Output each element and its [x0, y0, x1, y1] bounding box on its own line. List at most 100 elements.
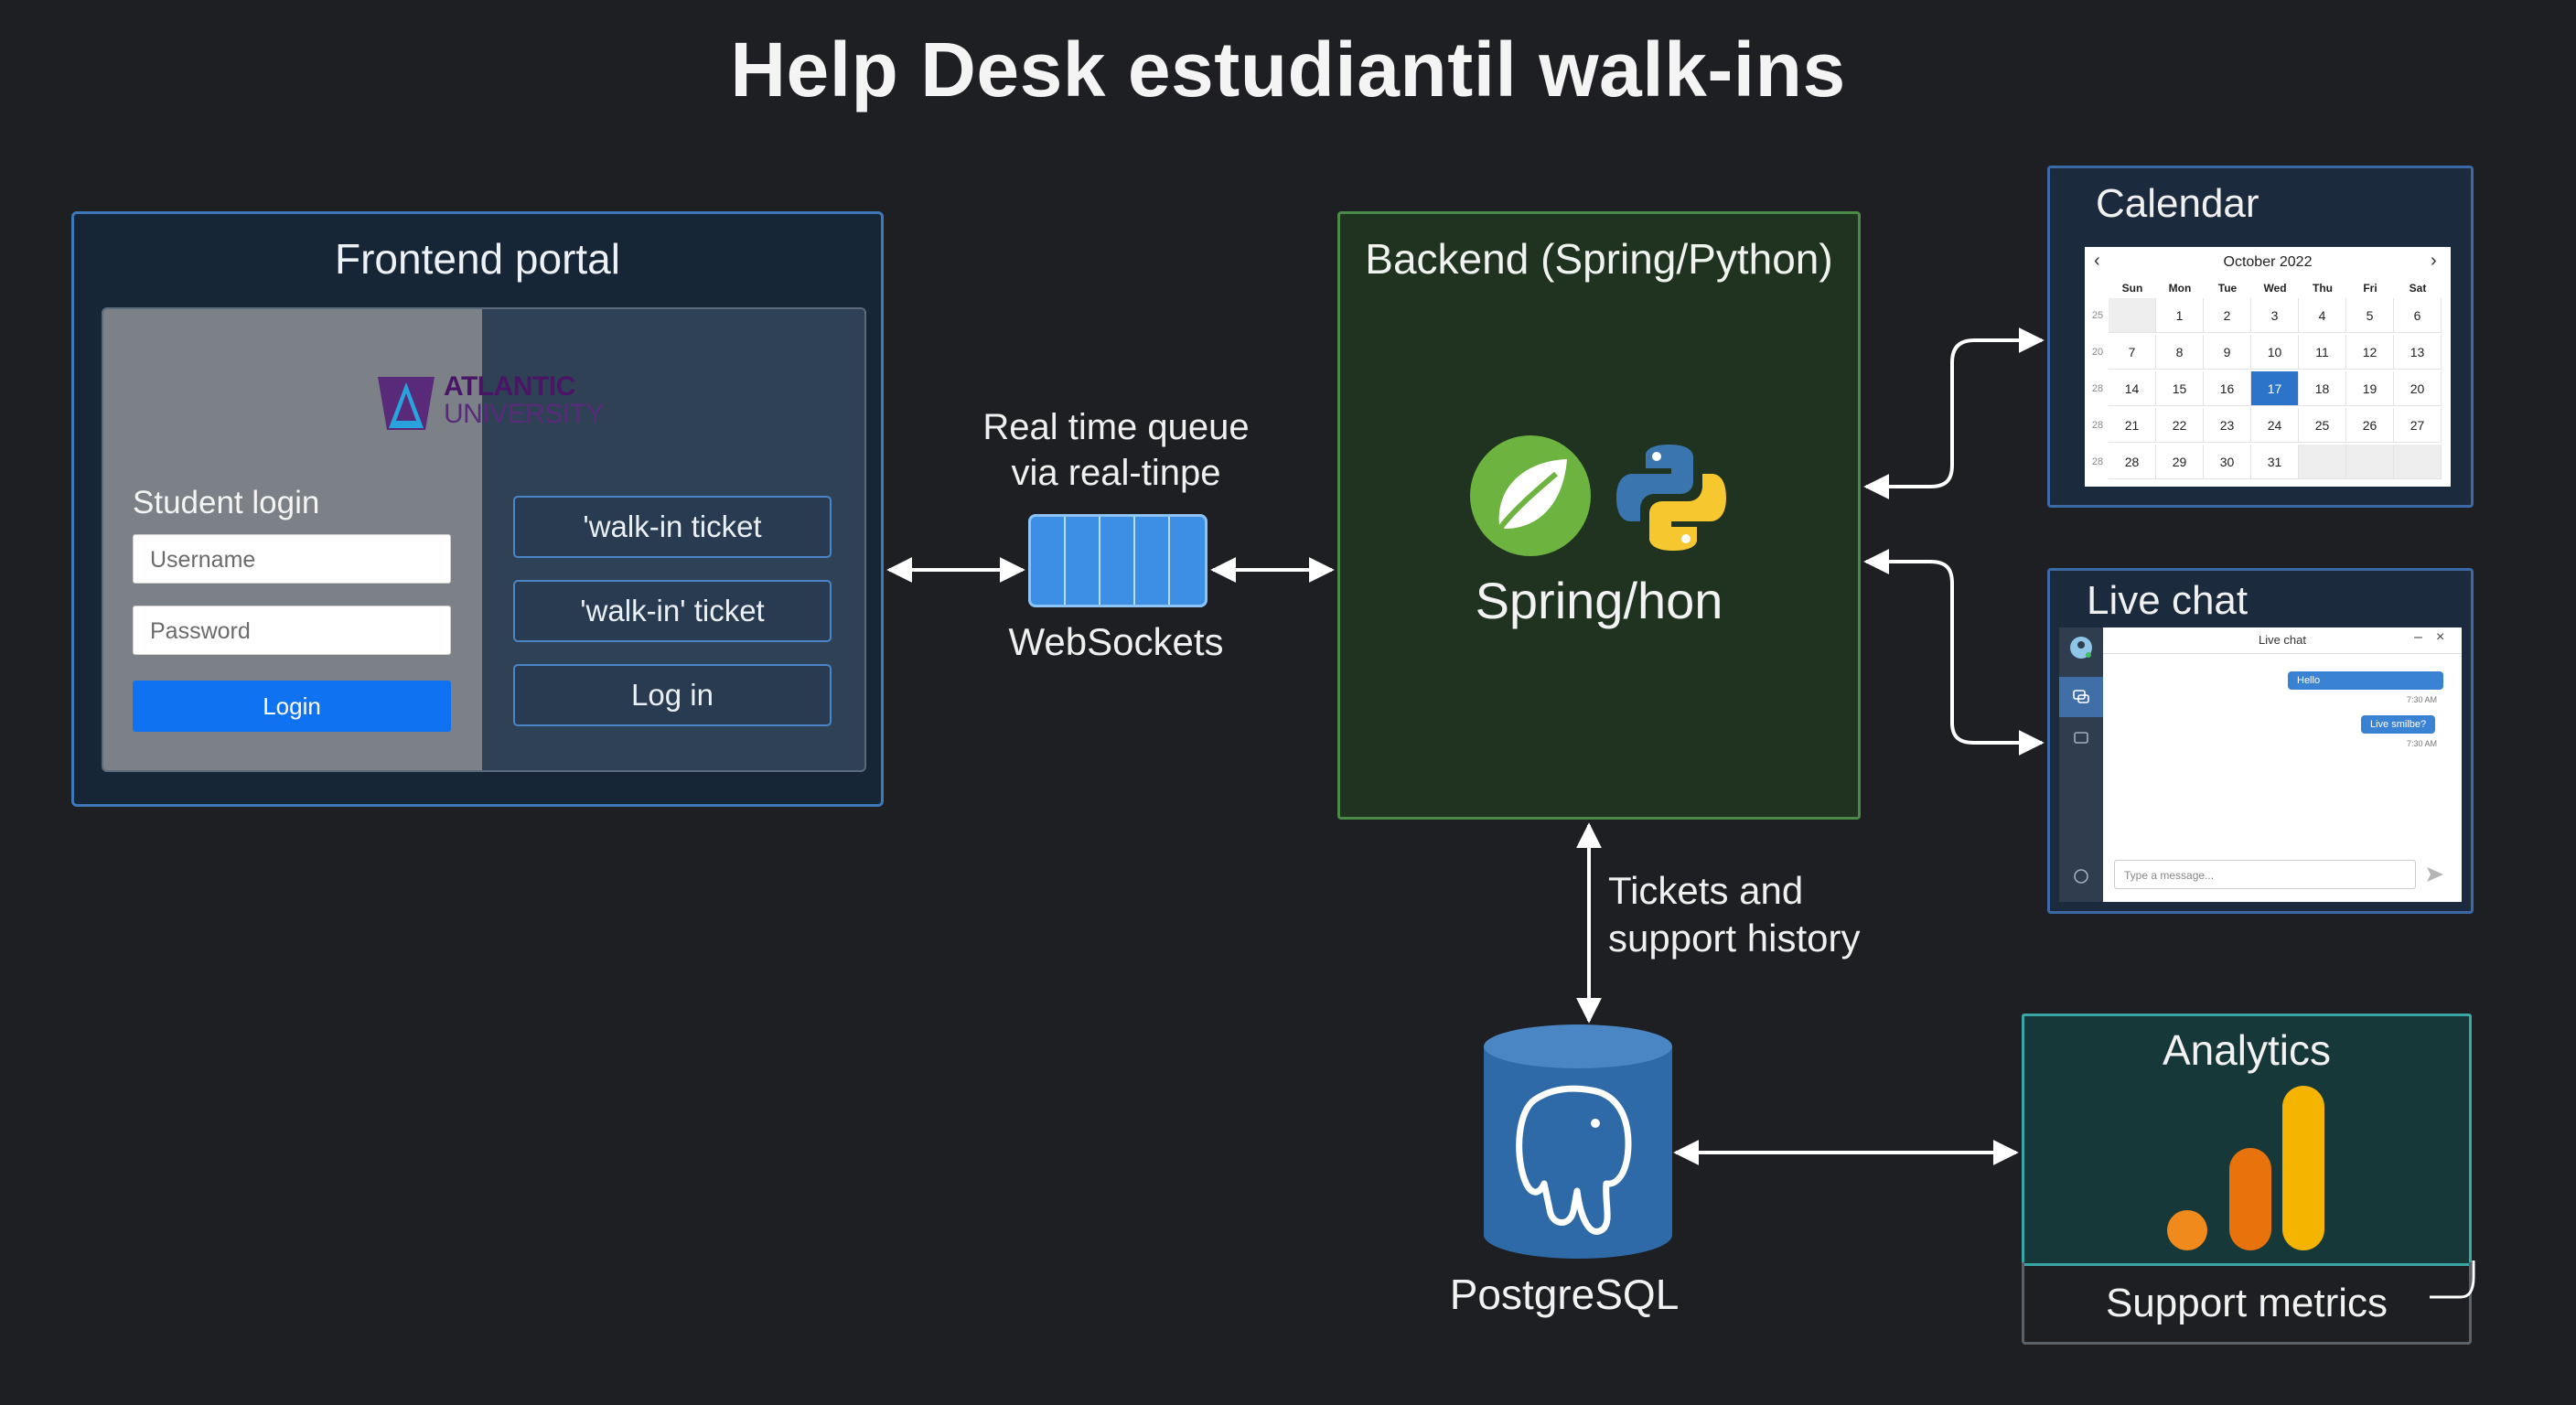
calendar-day[interactable]: 21 [2109, 408, 2156, 443]
chevron-left-icon[interactable]: ‹ [2094, 251, 2100, 271]
calendar-day-of-week: Mon [2168, 282, 2192, 295]
username-input[interactable]: Username [133, 534, 451, 584]
calendar-day[interactable]: 14 [2109, 371, 2156, 406]
calendar-day[interactable]: 6 [2394, 298, 2442, 333]
login-button[interactable]: Login [133, 681, 451, 732]
frontend-portal-title: Frontend portal [335, 235, 620, 283]
calendar-day[interactable]: 12 [2346, 335, 2394, 370]
calendar-week-number: 28 [2091, 456, 2104, 467]
db-link-label-line1: Tickets and [1608, 869, 1804, 912]
calendar-week-number: 20 [2091, 347, 2104, 358]
calendar-day[interactable]: 22 [2156, 408, 2204, 443]
close-icon[interactable]: × [2436, 629, 2445, 645]
support-metrics-label: Support metrics [2105, 1281, 2388, 1325]
calendar-day[interactable]: 25 [2299, 408, 2346, 443]
chat-message-input[interactable]: Type a message... [2114, 860, 2416, 889]
support-metrics-footer: Support metrics [2022, 1262, 2472, 1345]
chat-message-bubble: Hello [2288, 671, 2443, 690]
calendar-week-number: 25 [2091, 310, 2104, 321]
message-icon[interactable] [2072, 730, 2090, 748]
calendar-day[interactable]: 2 [2204, 298, 2251, 333]
calendar-day[interactable]: 28 [2109, 445, 2156, 479]
postgresql-database-icon [1484, 1024, 1672, 1259]
calendar-day[interactable]: 10 [2251, 335, 2299, 370]
chat-nav-active[interactable] [2059, 677, 2103, 717]
calendar-day[interactable]: 4 [2299, 298, 2346, 333]
python-icon [1616, 445, 1726, 551]
live-chat-panel: Live chat Live chat – × Hello 7:30 AM Li… [2047, 568, 2474, 914]
chat-bubbles-icon [2073, 690, 2089, 703]
calendar-week-number: 28 [2091, 383, 2104, 394]
calendar-day[interactable]: 29 [2156, 445, 2204, 479]
calendar-day[interactable]: 26 [2346, 408, 2394, 443]
logo-line1: ATLANTIC [444, 371, 575, 402]
calendar-day[interactable]: 18 [2299, 371, 2346, 406]
calendar-day[interactable]: 19 [2346, 371, 2394, 406]
postgresql-elephant-icon [1516, 1085, 1632, 1235]
calendar-day-of-week: Wed [2263, 282, 2287, 295]
calendar-day-of-week: Sat [2409, 282, 2427, 295]
chat-widget: Live chat – × Hello 7:30 AM Live smilbe?… [2059, 627, 2462, 902]
analytics-title: Analytics [2162, 1026, 2332, 1074]
calendar-day[interactable]: 23 [2204, 408, 2251, 443]
emoji-icon[interactable] [2072, 867, 2090, 885]
chat-window-header: Live chat – × [2103, 627, 2462, 654]
db-link-label: Tickets and support history [1608, 867, 1860, 962]
chat-message-bubble: Live smilbe? [2361, 715, 2436, 734]
analytics-panel: Analytics [2022, 1014, 2472, 1266]
calendar-day[interactable]: 13 [2394, 335, 2442, 370]
db-link-label-line2: support history [1608, 917, 1861, 960]
backend-calendar-arrow [1863, 327, 2045, 499]
calendar-empty-cell [2299, 445, 2346, 479]
walk-in-ticket-button-2[interactable]: 'walk-in' ticket [513, 580, 832, 642]
calendar-day[interactable]: 24 [2251, 408, 2299, 443]
calendar-week-number: 28 [2091, 420, 2104, 431]
portal-actions-pane [482, 309, 864, 770]
diagram-title: Help Desk estudiantil walk-ins [730, 27, 1846, 113]
calendar-day[interactable]: 27 [2394, 408, 2442, 443]
calendar-day[interactable]: 9 [2204, 335, 2251, 370]
queue-divider [1064, 517, 1066, 605]
queue-divider [1168, 517, 1170, 605]
log-in-button[interactable]: Log in [513, 664, 832, 726]
queue-label: Real time queue via real-tinpe [970, 404, 1262, 496]
spring-leaf-icon [1470, 435, 1591, 556]
calendar-day[interactable]: 15 [2156, 371, 2204, 406]
chat-sidebar [2059, 627, 2103, 902]
queue-divider [1099, 517, 1100, 605]
calendar-day[interactable]: 20 [2394, 371, 2442, 406]
calendar-day[interactable]: 16 [2204, 371, 2251, 406]
calendar-day[interactable]: 8 [2156, 335, 2204, 370]
queue-label-line2: via real-tinpe [1011, 453, 1221, 493]
calendar-day-of-week: Tue [2217, 282, 2238, 295]
minimize-icon[interactable]: – [2414, 629, 2422, 645]
calendar-day[interactable]: 3 [2251, 298, 2299, 333]
calendar-day-of-week: Fri [2363, 282, 2377, 295]
calendar-day[interactable]: 31 [2251, 445, 2299, 479]
calendar-day[interactable]: 30 [2204, 445, 2251, 479]
queue-label-line1: Real time queue [982, 407, 1250, 447]
chat-message-time: 7:30 AM [2407, 695, 2438, 704]
calendar-month: October 2022 [2223, 254, 2313, 270]
calendar-day[interactable]: 17 [2251, 371, 2299, 406]
frontend-portal-panel: Frontend portal ATLANTIC UNIVERSITY Stud… [71, 211, 884, 807]
avatar [2070, 637, 2092, 659]
logo-line2: UNIVERSITY [444, 399, 605, 429]
chevron-right-icon[interactable]: › [2431, 251, 2437, 271]
walk-in-ticket-button-1[interactable]: 'walk-in ticket [513, 496, 832, 558]
calendar-title: Calendar [2096, 181, 2259, 226]
send-icon[interactable] [2425, 865, 2445, 884]
calendar-day[interactable]: 7 [2109, 335, 2156, 370]
analytics-bars-icon [2167, 1086, 2324, 1250]
calendar-empty-cell [2394, 445, 2442, 479]
calendar-day-of-week: Thu [2313, 282, 2333, 295]
calendar-empty-cell [2109, 298, 2156, 333]
password-input[interactable]: Password [133, 606, 451, 655]
chat-window-title: Live chat [2258, 633, 2307, 647]
calendar-day[interactable]: 11 [2299, 335, 2346, 370]
calendar-day[interactable]: 5 [2346, 298, 2394, 333]
backend-title: Backend (Spring/Python) [1365, 235, 1833, 283]
calendar-day[interactable]: 1 [2156, 298, 2204, 333]
